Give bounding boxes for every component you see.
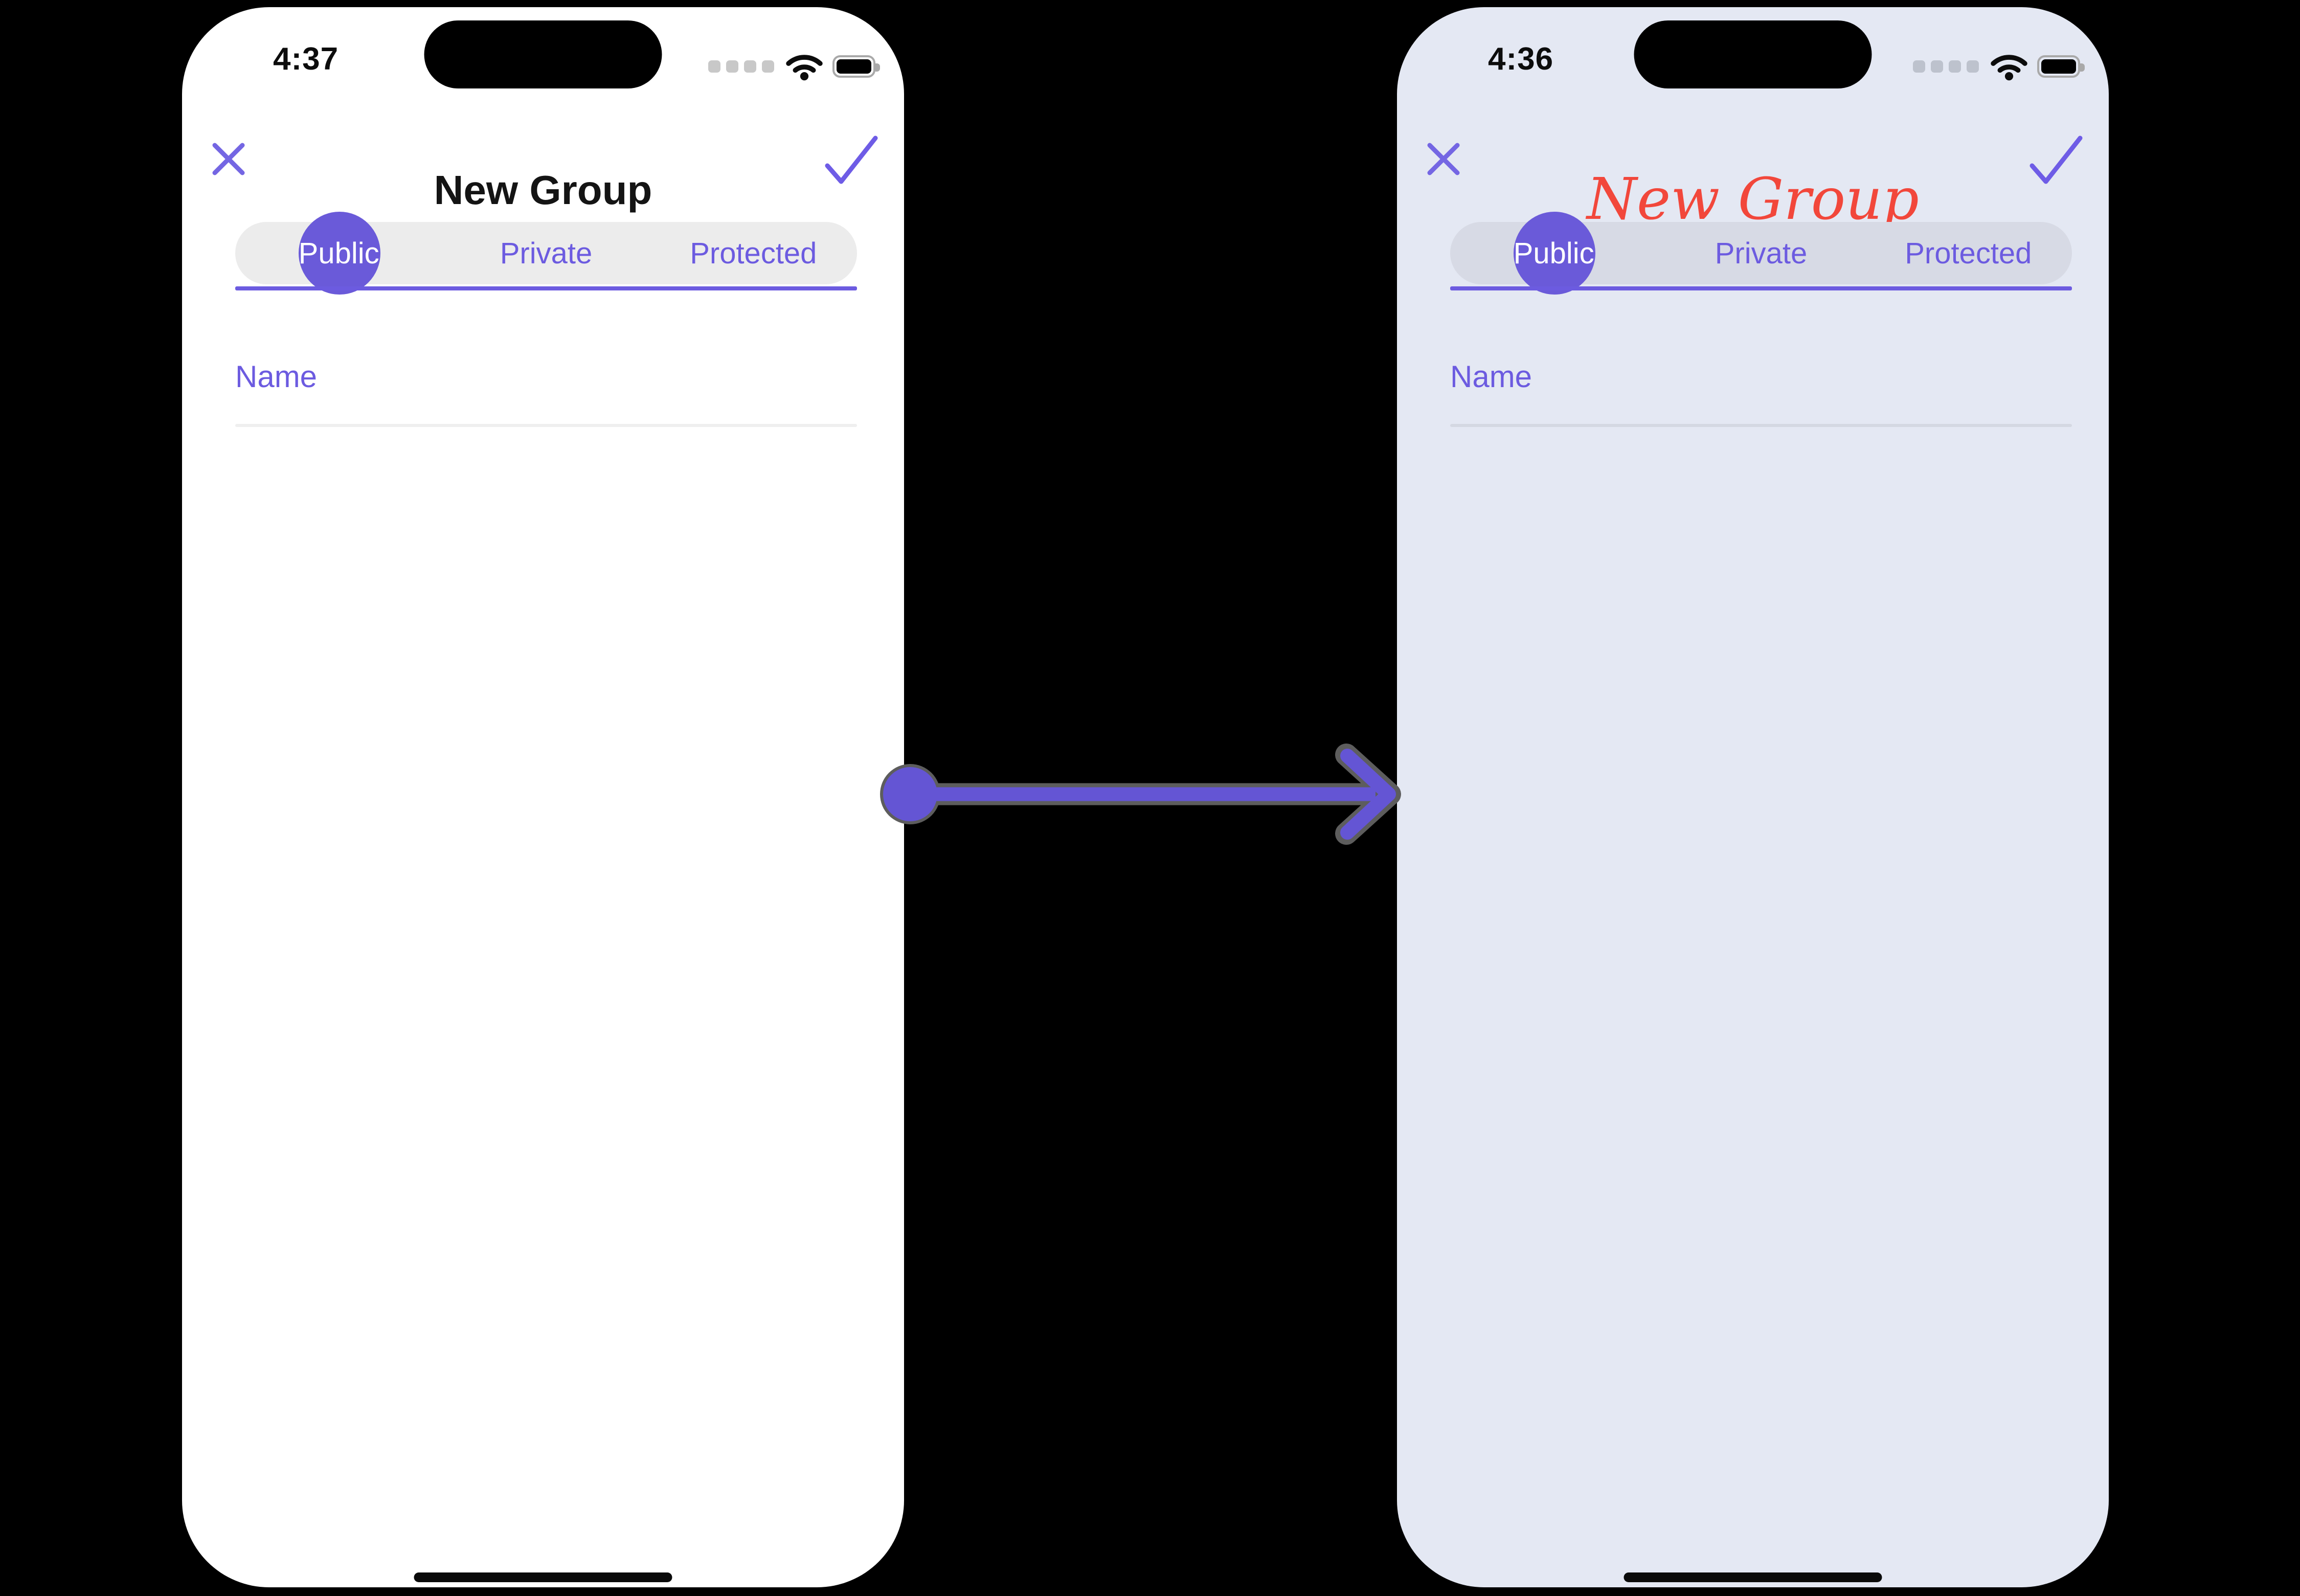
tab-private[interactable]: Private	[1657, 236, 1864, 271]
status-icons	[1913, 52, 2085, 81]
battery-icon	[2037, 55, 2085, 78]
confirm-button[interactable]	[2028, 134, 2084, 185]
visibility-segmented-control: Public Private Protected	[235, 212, 857, 295]
close-button[interactable]	[211, 141, 246, 177]
field-underline	[1450, 424, 2072, 427]
battery-icon	[832, 55, 880, 78]
status-time: 4:36	[1488, 41, 1554, 77]
home-indicator[interactable]	[414, 1572, 672, 1582]
dynamic-island	[1634, 20, 1872, 88]
transition-arrow	[880, 744, 1401, 845]
cellular-signal-icon	[1913, 60, 1979, 73]
dynamic-island	[424, 20, 662, 88]
confirm-button[interactable]	[823, 134, 880, 185]
status-time: 4:37	[273, 41, 339, 77]
name-input[interactable]	[1450, 359, 2072, 394]
group-name-field	[235, 359, 857, 427]
phone-screen-right: 4:36 New Group	[1397, 7, 2109, 1587]
page-title: New Group	[434, 167, 652, 213]
close-icon	[212, 143, 245, 175]
checkmark-icon	[2030, 136, 2083, 184]
name-input[interactable]	[235, 359, 857, 394]
tab-public[interactable]: Public	[1450, 236, 1657, 271]
close-icon	[1427, 143, 1460, 175]
checkmark-icon	[825, 136, 878, 184]
close-button[interactable]	[1426, 141, 1461, 177]
phone-screen-left: 4:37 New Group	[182, 7, 904, 1587]
status-icons	[708, 52, 880, 81]
group-name-field	[1450, 359, 2072, 427]
wifi-icon	[1991, 55, 2027, 81]
visibility-segmented-control: Public Private Protected	[1450, 212, 2072, 295]
page-title: New Group	[1586, 166, 1919, 233]
cellular-signal-icon	[708, 60, 774, 73]
tab-private[interactable]: Private	[442, 236, 649, 271]
home-indicator[interactable]	[1623, 1572, 1882, 1582]
tab-protected[interactable]: Protected	[650, 236, 857, 271]
tab-public[interactable]: Public	[235, 236, 442, 271]
tab-protected[interactable]: Protected	[1865, 236, 2072, 271]
segmented-underline	[235, 286, 857, 290]
segmented-underline	[1450, 286, 2072, 290]
wifi-icon	[786, 55, 823, 81]
selected-segment-indicator	[1514, 212, 1595, 295]
selected-segment-indicator	[299, 212, 380, 295]
field-underline	[235, 424, 857, 427]
